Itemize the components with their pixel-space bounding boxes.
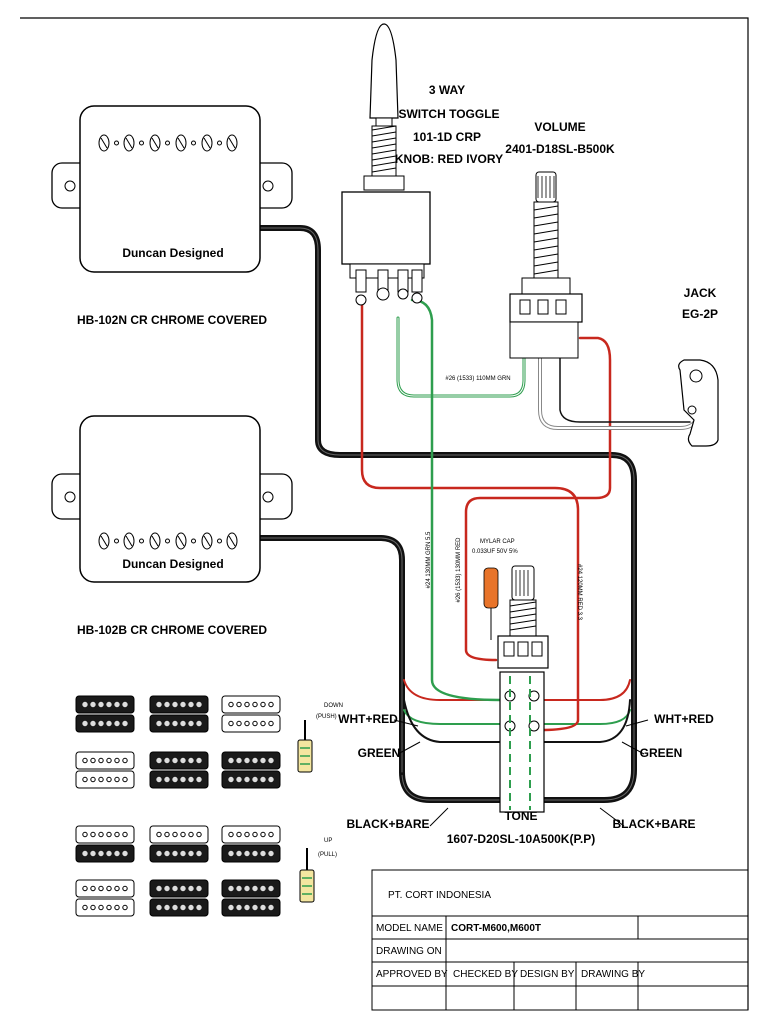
checked-by-label: CHECKED BY	[453, 969, 518, 980]
svg-text:TONE: TONE	[504, 809, 537, 823]
title-block	[371, 869, 749, 1011]
bridge-pickup-caption: HB-102B CR CHROME COVERED	[77, 623, 267, 637]
company-name: PT. CORT INDONESIA	[388, 890, 491, 901]
model-name-label: MODEL NAME	[376, 923, 443, 934]
svg-text:2401-D18SL-B500K: 2401-D18SL-B500K	[505, 142, 615, 156]
switch-knob	[369, 23, 399, 119]
svg-text:101-1D CRP: 101-1D CRP	[413, 130, 481, 144]
coil-icon	[149, 695, 209, 714]
mount-hole	[64, 491, 76, 503]
svg-text:1607-D20SL-10A500K(P.P): 1607-D20SL-10A500K(P.P)	[447, 832, 596, 846]
model-name-value: CORT-M600,M600T	[451, 923, 541, 934]
svg-text:SWITCH TOGGLE: SWITCH TOGGLE	[398, 107, 499, 121]
mount-hole	[64, 180, 76, 192]
coil-icon	[221, 879, 281, 898]
svg-text:3 WAY: 3 WAY	[429, 83, 465, 97]
label-wht-red-right: WHT+RED	[654, 712, 714, 726]
red-wire-volume	[464, 336, 612, 662]
label-black-bare-left: BLACK+BARE	[346, 817, 429, 831]
wiring	[255, 225, 698, 811]
coil-icon	[75, 714, 135, 733]
coil-icon	[149, 714, 209, 733]
tone-label: TONE 1607-D20SL-10A500K(P.P)	[447, 809, 596, 846]
push-pull-knob-down	[297, 720, 313, 773]
svg-text:0.033UF 50V 5%: 0.033UF 50V 5%	[472, 549, 518, 555]
volume-pot	[509, 171, 583, 359]
bridge-pickup-brand: Duncan Designed	[122, 557, 223, 571]
coil-icon	[75, 825, 135, 844]
coil-icon	[149, 898, 209, 917]
wire-label-red-130: #26 (1533) 130MM RED	[456, 537, 462, 603]
volume-label: VOLUME 2401-D18SL-B500K	[505, 120, 615, 156]
coil-icon	[75, 844, 135, 863]
bridge-pickup-cable	[255, 535, 405, 775]
pull-label: (PULL)	[318, 852, 337, 858]
coil-icon	[75, 770, 135, 789]
coil-icon	[149, 879, 209, 898]
jack-label: JACK EG-2P	[682, 286, 718, 321]
svg-text:VOLUME: VOLUME	[534, 120, 585, 134]
svg-text:EG-2P: EG-2P	[682, 307, 718, 321]
coil-icon	[149, 770, 209, 789]
drawing-by-label: DRAWING BY	[581, 969, 645, 980]
svg-text:MYLAR CAP: MYLAR CAP	[480, 539, 515, 545]
drawing-on-label: DRAWING ON	[376, 946, 442, 957]
three-way-switch	[341, 23, 431, 306]
up-label: UP	[324, 838, 332, 844]
mount-hole	[262, 180, 274, 192]
label-green-right: GREEN	[640, 746, 683, 760]
neck-pickup-brand: Duncan Designed	[122, 246, 223, 260]
capacitor-label: MYLAR CAP 0.033UF 50V 5%	[472, 539, 518, 555]
neck-pickup-caption: HB-102N CR CHROME COVERED	[77, 313, 267, 327]
wire-label-green-110: #26 (1533) 110MM GRN	[445, 376, 510, 382]
coil-split-icons	[75, 695, 281, 917]
coil-icon	[75, 751, 135, 770]
down-label: DOWN	[324, 703, 343, 709]
svg-text:JACK: JACK	[684, 286, 717, 300]
approved-by-label: APPROVED BY	[376, 969, 448, 980]
coil-icon	[221, 751, 281, 770]
label-green-left: GREEN	[358, 746, 401, 760]
svg-text:KNOB: RED IVORY: KNOB: RED IVORY	[395, 152, 503, 166]
mount-hole	[262, 491, 274, 503]
coil-icon	[221, 825, 281, 844]
green-wire-switch-volume	[396, 316, 526, 398]
switch-lugs	[355, 269, 423, 306]
push-label: (PUSH)	[316, 714, 337, 720]
push-pull-knob-up	[299, 848, 315, 903]
coil-icon	[221, 770, 281, 789]
coil-icon	[221, 898, 281, 917]
wire-label-red-120: #24 120MM RED 3.3	[576, 564, 582, 621]
red-wire-switch	[360, 296, 580, 732]
label-wht-red-left: WHT+RED	[338, 712, 398, 726]
label-black-bare-right: BLACK+BARE	[612, 817, 695, 831]
coil-icon	[149, 825, 209, 844]
harness-wht-red	[403, 679, 631, 701]
mylar-capacitor	[483, 567, 499, 640]
bridge-pickup: Duncan Designed	[51, 415, 293, 583]
coil-icon	[75, 898, 135, 917]
page-frame	[20, 17, 749, 1010]
harness-leaders	[393, 719, 649, 827]
coil-icon	[149, 844, 209, 863]
coil-icon	[75, 695, 135, 714]
wire-label-green-130: #24 130MM GRN 5.5	[426, 531, 432, 588]
coil-icon	[221, 714, 281, 733]
coil-icon	[221, 695, 281, 714]
design-by-label: DESIGN BY	[520, 969, 575, 980]
output-jack	[678, 359, 719, 447]
switch-label: 3 WAY SWITCH TOGGLE 101-1D CRP KNOB: RED…	[395, 83, 503, 166]
green-wire-switch-tone	[410, 298, 502, 702]
coil-icon	[221, 844, 281, 863]
neck-pickup: Duncan Designed	[51, 105, 293, 273]
coil-icon	[75, 879, 135, 898]
tone-pot	[497, 565, 549, 813]
switch-thread	[371, 125, 397, 177]
coil-icon	[149, 751, 209, 770]
